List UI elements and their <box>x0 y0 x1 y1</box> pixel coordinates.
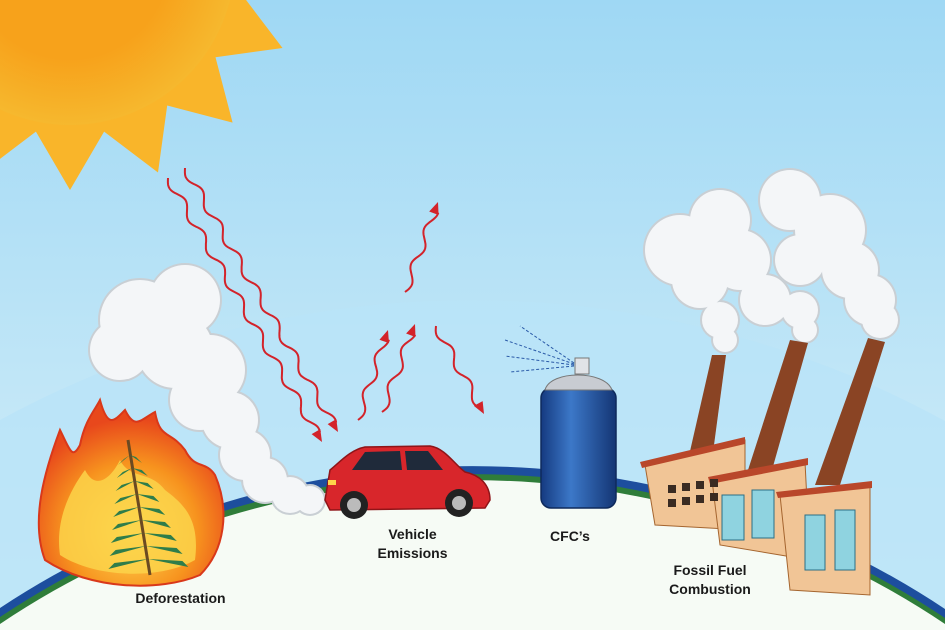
smoke-puff <box>710 230 770 290</box>
pine-tree <box>108 455 189 569</box>
smoke-puff <box>793 318 817 342</box>
car <box>324 445 491 519</box>
smoke-puff <box>713 328 737 352</box>
tree-branch <box>114 494 160 504</box>
radiation-arrow <box>434 325 480 409</box>
label-deforestation: Deforestation <box>135 590 226 606</box>
label-cfc: CFC’s <box>550 528 590 544</box>
label-fossil-line2: Combustion <box>669 581 751 597</box>
arrow-head <box>473 401 484 414</box>
radiation-arrow <box>381 334 417 413</box>
smoke-puff <box>740 275 790 325</box>
spray-can <box>504 325 617 509</box>
arrow-head <box>379 330 389 343</box>
label-fossil-fuel-combustion: Fossil Fuel Combustion <box>655 561 765 599</box>
smoke-puff <box>775 235 825 285</box>
sun-disc <box>0 0 231 125</box>
smoke-puff <box>862 302 898 338</box>
tree-trunk <box>126 439 152 576</box>
smoke-clouds <box>88 168 900 516</box>
radiation-arrow <box>166 177 321 433</box>
tree-branch <box>112 520 171 530</box>
arrow-head <box>327 419 338 432</box>
arrow-head <box>311 429 322 442</box>
heat-radiation-arrows <box>166 167 484 442</box>
tree-branch <box>109 546 183 556</box>
radiation-arrow <box>183 167 338 423</box>
forest-fire <box>37 397 225 587</box>
radiation-arrow <box>357 339 390 421</box>
smoke-puff <box>296 486 324 514</box>
tree-branch <box>115 481 154 491</box>
tree-branch <box>110 533 177 543</box>
label-vehicle-emissions: Vehicle Emissions <box>360 525 465 563</box>
label-fossil-line1: Fossil Fuel <box>673 562 747 578</box>
arrow-head <box>429 202 439 215</box>
label-vehicle-line1: Vehicle <box>388 526 437 542</box>
radiation-arrow <box>404 212 440 293</box>
tree-branch <box>108 559 189 569</box>
label-vehicle-line2: Emissions <box>377 545 448 561</box>
sun <box>0 0 283 190</box>
arrow-head <box>406 324 416 337</box>
tree-branch <box>116 468 148 478</box>
tree-branch <box>118 455 142 465</box>
smoke-puff <box>90 320 150 380</box>
tree-branch <box>113 507 166 517</box>
factories <box>640 338 885 596</box>
